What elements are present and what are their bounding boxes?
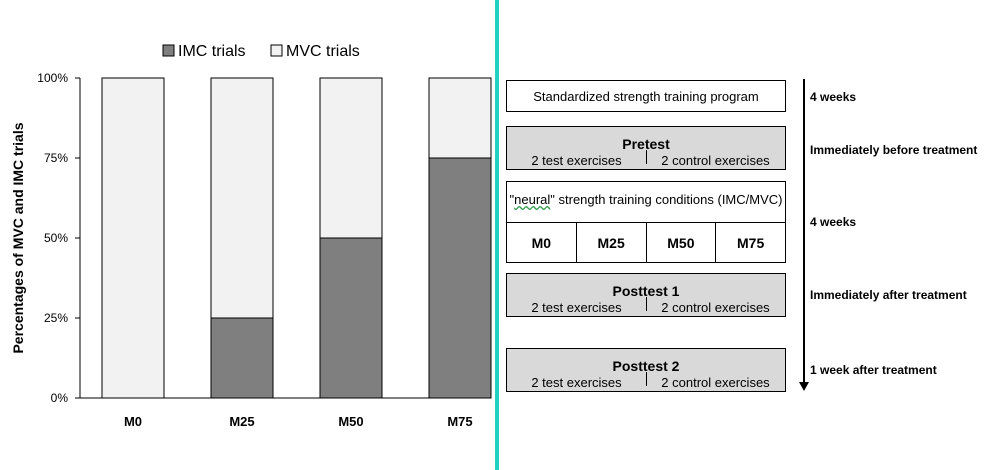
x-tick-label: M0 bbox=[124, 414, 142, 429]
duration-posttest1: Immediately after treatment bbox=[810, 288, 967, 302]
y-tick-label: 100% bbox=[37, 71, 68, 85]
bar-mvc-m25 bbox=[210, 77, 274, 319]
panel-divider bbox=[495, 0, 499, 470]
conditions-label-suffix: " strength training conditions (IMC/MVC) bbox=[550, 192, 783, 207]
duration-posttest2: 1 week after treatment bbox=[810, 363, 937, 377]
timeline-arrow-line bbox=[803, 79, 805, 384]
condition-m75: M75 bbox=[737, 234, 765, 251]
x-tick-label: M50 bbox=[338, 414, 363, 429]
y-tick-label: 75% bbox=[44, 151, 68, 165]
timeline-arrow-head bbox=[799, 382, 809, 391]
bar-mvc-m50 bbox=[319, 77, 383, 239]
bar-mvc-m75 bbox=[428, 77, 492, 159]
study-design-flowchart: Standardized strength training program P… bbox=[506, 0, 1000, 470]
legend-swatch-mvc bbox=[270, 44, 283, 57]
y-axis-title: Percentages of MVC and IMC trials bbox=[10, 122, 26, 353]
posttest1-title: Posttest 1 bbox=[612, 283, 680, 299]
legend-label-mvc: MVC trials bbox=[286, 43, 360, 60]
condition-m25: M25 bbox=[577, 223, 647, 262]
y-tick-label: 50% bbox=[44, 231, 68, 245]
posttest2-title: Posttest 2 bbox=[612, 358, 680, 374]
conditions-box: "neural" strength training conditions (I… bbox=[506, 181, 786, 263]
conditions-label: "neural" strength training conditions (I… bbox=[507, 192, 785, 207]
pretest-title: Pretest bbox=[622, 136, 670, 152]
bar-mvc-m0 bbox=[101, 77, 165, 399]
duration-program: 4 weeks bbox=[810, 90, 857, 104]
bar-imc-m50 bbox=[319, 237, 383, 399]
x-tick-label: M75 bbox=[447, 414, 472, 429]
posttest1-test-exercises: 2 test exercises bbox=[531, 300, 622, 315]
duration-training: 4 weeks bbox=[810, 215, 857, 229]
posttest2-test-exercises: 2 test exercises bbox=[531, 375, 622, 390]
duration-pretest: Immediately before treatment bbox=[810, 143, 978, 157]
pretest-test-exercises: 2 test exercises bbox=[531, 153, 622, 168]
y-tick-label: 0% bbox=[51, 391, 69, 405]
x-tick-label: M25 bbox=[229, 414, 254, 429]
conditions-row: M0 M25 M50 M75 bbox=[507, 222, 785, 262]
pretest-control-exercises: 2 control exercises bbox=[661, 153, 770, 168]
posttest1-control-exercises: 2 control exercises bbox=[661, 300, 770, 315]
y-tick-label: 25% bbox=[44, 311, 68, 325]
bar-imc-m75 bbox=[428, 157, 492, 399]
posttest1-separator bbox=[646, 297, 647, 311]
posttest2-control-exercises: 2 control exercises bbox=[661, 375, 770, 390]
bar-imc-m25 bbox=[210, 317, 274, 399]
program-box-label: Standardized strength training program bbox=[533, 89, 759, 104]
legend-label-imc: IMC trials bbox=[178, 43, 246, 60]
legend-swatch-imc bbox=[162, 44, 175, 57]
condition-m0: M0 bbox=[507, 223, 577, 262]
condition-m50: M50 bbox=[647, 223, 717, 262]
pretest-separator bbox=[646, 150, 647, 164]
conditions-label-prefix: " bbox=[509, 192, 515, 207]
posttest2-box: Posttest 2 2 test exercises 2 control ex… bbox=[506, 348, 786, 392]
conditions-label-word: neural bbox=[514, 192, 551, 207]
program-box: Standardized strength training program bbox=[506, 80, 786, 112]
stacked-bar-chart: 0% 25% 50% 75% 100% Percentages of MVC and IM… bbox=[10, 43, 492, 429]
posttest1-box: Posttest 1 2 test exercises 2 control ex… bbox=[506, 273, 786, 317]
posttest2-separator bbox=[646, 372, 647, 386]
pretest-box: Pretest 2 test exercises 2 control exerc… bbox=[506, 126, 786, 170]
